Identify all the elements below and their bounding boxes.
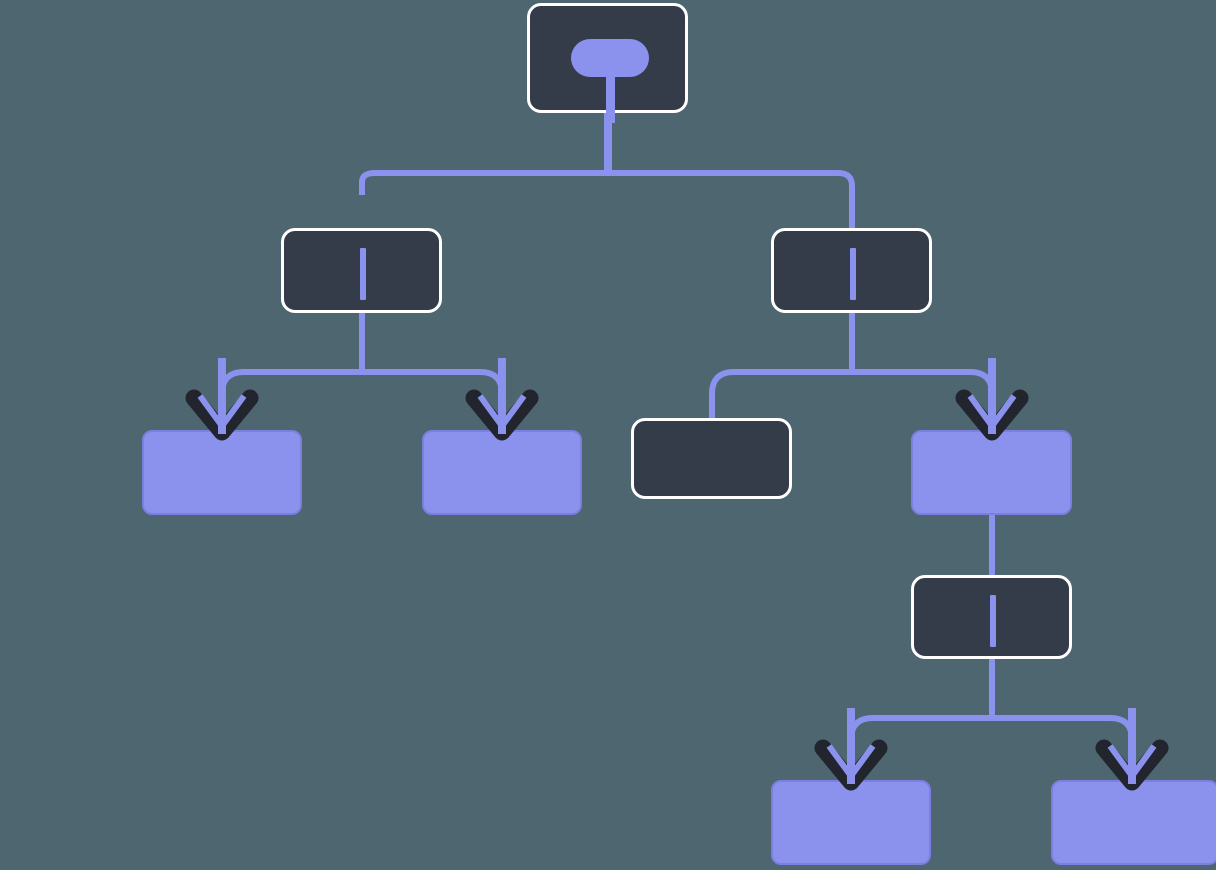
node-branch-right[interactable] bbox=[771, 228, 932, 313]
node-root[interactable] bbox=[527, 3, 688, 123]
node-node-mid-right[interactable] bbox=[911, 430, 1072, 515]
text-caret-icon bbox=[360, 248, 366, 300]
node-leaf-2[interactable] bbox=[422, 430, 582, 515]
node-leaf-1[interactable] bbox=[142, 430, 302, 515]
text-caret-icon bbox=[990, 595, 996, 647]
edge-bus-level1 bbox=[359, 170, 855, 228]
node-terminal-dark[interactable] bbox=[631, 418, 792, 499]
node-branch-deep[interactable] bbox=[911, 575, 1072, 659]
node-branch-left[interactable] bbox=[281, 228, 442, 313]
text-caret-icon bbox=[850, 248, 856, 300]
node-leaf-4[interactable] bbox=[1051, 780, 1216, 865]
node-leaf-3[interactable] bbox=[771, 780, 931, 865]
pill-stem-icon bbox=[606, 68, 615, 123]
pill-badge-icon bbox=[571, 39, 649, 77]
